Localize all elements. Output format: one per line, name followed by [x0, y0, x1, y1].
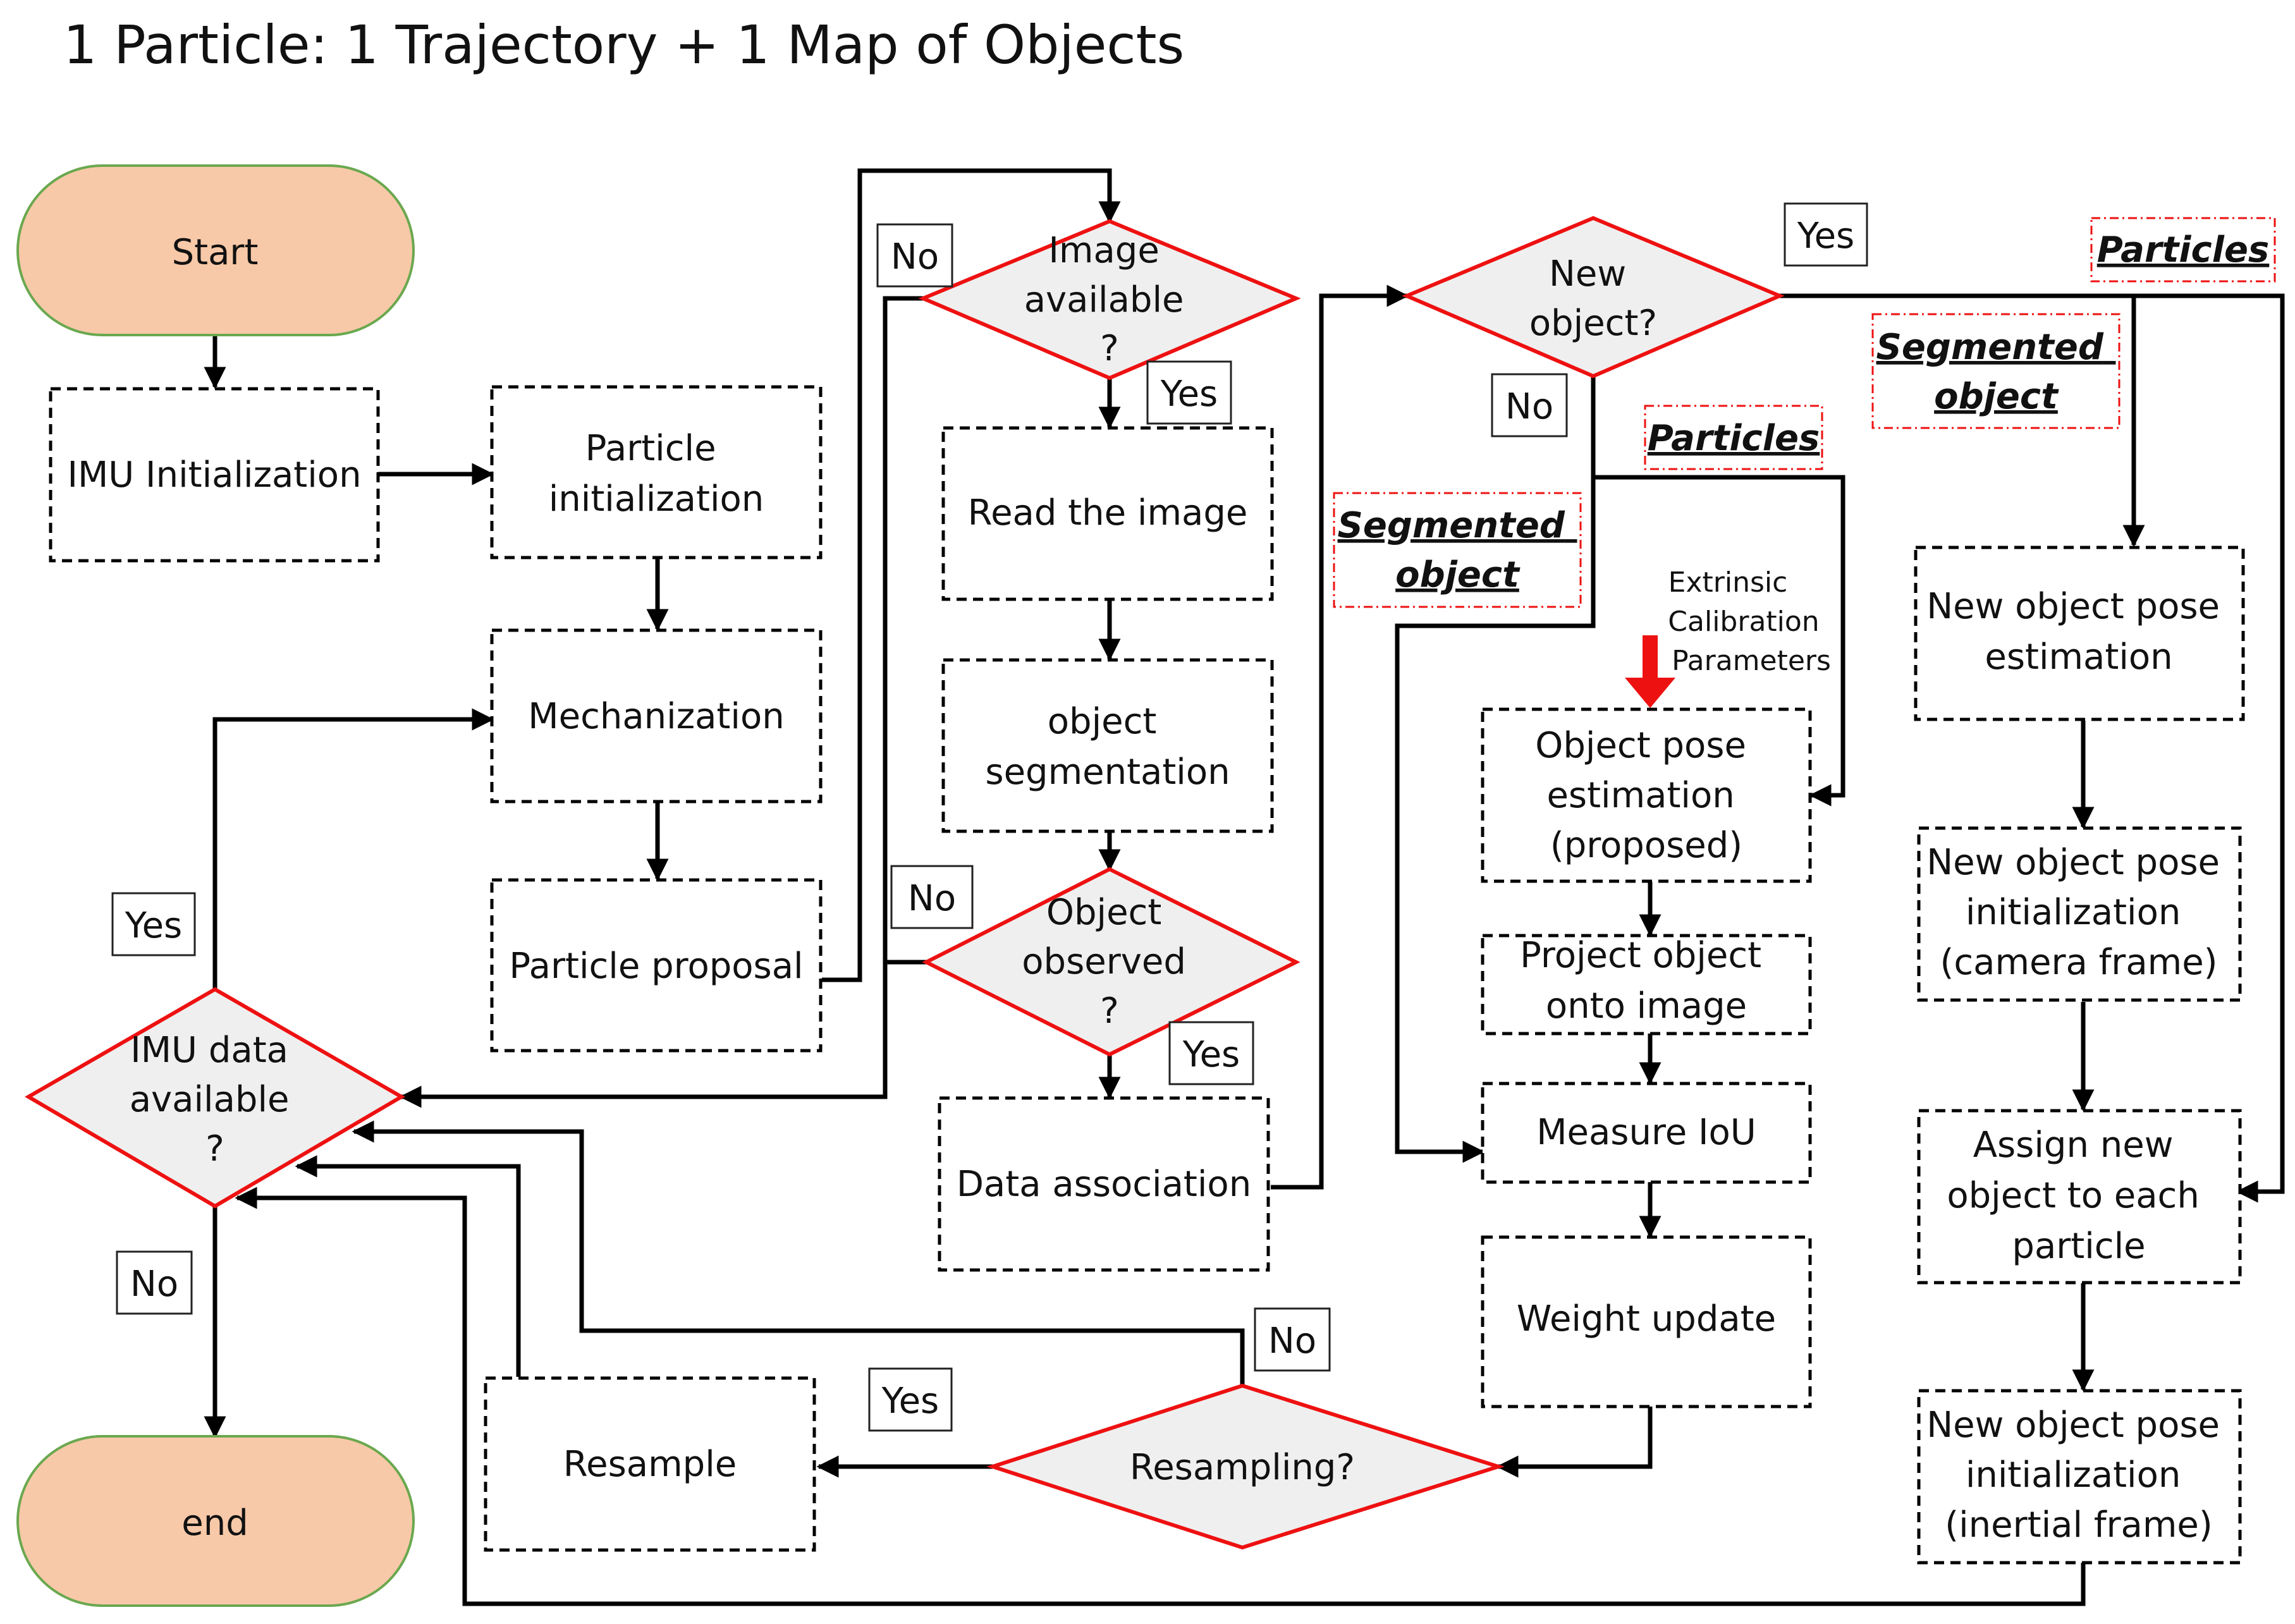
new-object-text: New object?: [1529, 253, 1657, 344]
start-label: Start: [172, 232, 259, 273]
resample-box: [484, 1376, 816, 1552]
page-title: 1 Particle: 1 Trajectory + 1 Map of Obje…: [63, 14, 1184, 76]
yes-label: Yes: [125, 905, 182, 946]
yes-label: Yes: [1797, 216, 1854, 257]
particles-label: Particles: [1648, 418, 1820, 459]
yes-label: Yes: [1160, 374, 1218, 415]
mechanization-text: Mechanization: [528, 696, 784, 737]
no-label: No: [1505, 386, 1553, 427]
project-object-box: [1481, 934, 1812, 1035]
new-pose-init-cam-box: [1917, 826, 2242, 1002]
new-object-diamond: [1402, 216, 1785, 379]
object-observed-diamond: [922, 867, 1300, 1057]
imu-init-text: IMU Initialization: [67, 455, 361, 496]
assign-new-text: Assign new object to each particle: [1947, 1125, 2210, 1267]
object-observed-text: Object observed ?: [1022, 892, 1197, 1032]
imu-available-text: IMU data available ?: [130, 1030, 301, 1169]
mechanization-box: [490, 628, 823, 803]
no-label: No: [891, 236, 939, 278]
new-pose-init-inertial-text: New object pose initialization (inertial…: [1926, 1405, 2231, 1546]
weight-update-box: [1481, 1235, 1812, 1408]
yes-label: Yes: [1182, 1034, 1240, 1075]
extrinsic-arrow: [1625, 635, 1675, 708]
connectors: [204, 168, 2285, 1606]
particle-proposal-box: [490, 878, 823, 1053]
data-association-text: Data association: [957, 1164, 1251, 1205]
red-label-boxes: [1333, 217, 2276, 608]
imu-init-box: [49, 387, 380, 563]
weight-update-text: Weight update: [1517, 1298, 1776, 1340]
segmentation-box: [941, 658, 1274, 833]
resampling-diamond: [986, 1383, 1505, 1550]
particle-init-text: Particle initialization: [549, 428, 764, 520]
particle-init-box: [490, 385, 823, 559]
imu-available-diamond: [25, 987, 405, 1209]
data-association-box: [938, 1096, 1270, 1272]
no-label: No: [1268, 1321, 1316, 1362]
no-label: No: [908, 878, 956, 919]
new-pose-init-inertial-box: [1917, 1389, 2242, 1565]
new-pose-est-text: New object pose estimation: [1926, 586, 2231, 678]
image-available-text: Image available ?: [1024, 230, 1196, 369]
extrinsic-label: Extrinsic Calibration Parameters: [1668, 566, 1831, 677]
assign-new-box: [1917, 1109, 2242, 1285]
measure-iou-box: [1481, 1082, 1812, 1184]
particles-label: Particles: [2097, 229, 2270, 271]
object-pose-est-text: Object pose estimation (proposed): [1535, 725, 1757, 866]
label-boxes: [111, 202, 1868, 1432]
yes-label: Yes: [881, 1381, 939, 1422]
particle-proposal-text: Particle proposal: [509, 946, 803, 987]
image-available-diamond: [918, 219, 1301, 381]
start-terminal: Start: [16, 164, 415, 336]
new-pose-init-cam-text: New object pose initialization (camera f…: [1926, 842, 2231, 983]
segmentation-text: object segmentation: [985, 701, 1230, 793]
segmented-object-label: Segmented object: [1876, 327, 2116, 417]
resample-text: Resample: [563, 1444, 737, 1485]
measure-iou-text: Measure IoU: [1536, 1112, 1756, 1153]
project-object-text: Project object onto image: [1520, 935, 1773, 1027]
end-label: end: [181, 1503, 248, 1544]
end-terminal: end: [16, 1435, 415, 1607]
read-image-box: [941, 426, 1274, 601]
resampling-text: Resampling?: [1130, 1447, 1355, 1488]
process-boxes: [49, 385, 2245, 1565]
decision-shapes: [25, 216, 1785, 1550]
object-pose-est-box: [1481, 707, 1812, 883]
read-image-text: Read the image: [968, 492, 1248, 534]
segmented-object-label: Segmented object: [1338, 505, 1577, 595]
new-pose-est-box: [1914, 546, 2245, 721]
no-label: No: [130, 1264, 178, 1305]
